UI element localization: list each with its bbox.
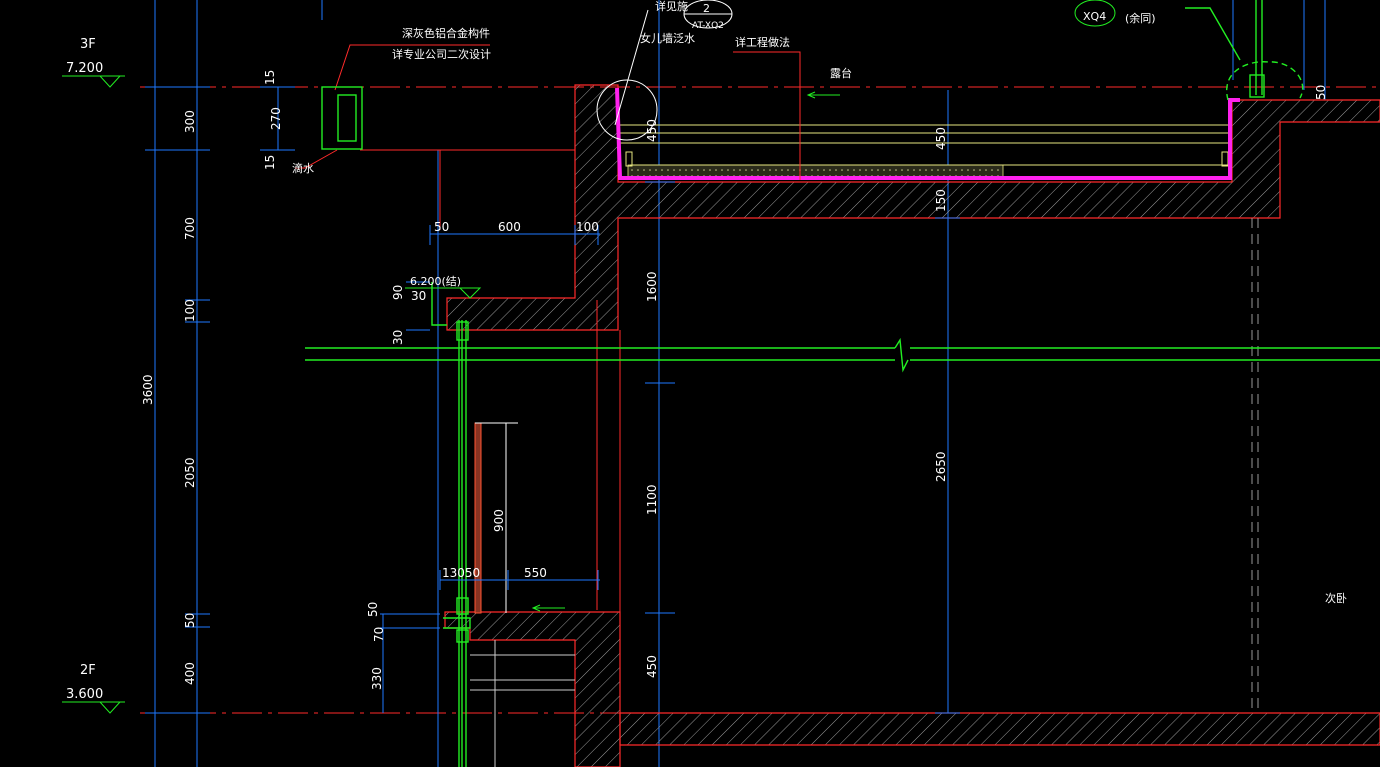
dim-ledge-30b: 30 [391, 330, 405, 345]
dim-sill-330: 330 [370, 667, 384, 690]
window-tag-same: (余同) [1125, 11, 1156, 25]
annotation-notes: 深灰色铝合金构件 详专业公司二次设计 滴水 详见施 2 AT-XQ2 女儿墙泛水… [292, 0, 1347, 605]
note-aluminum-1: 深灰色铝合金构件 [402, 26, 490, 40]
level-marker-lower [62, 701, 125, 714]
dim-left-100: 100 [183, 299, 197, 322]
detail-callout [596, 0, 733, 141]
vertical-dimension-text: 3600 300 700 100 2050 50 400 15 270 15 9… [141, 70, 1328, 690]
note-structural-elevation: 6.200(结) [410, 275, 461, 288]
window-system [305, 0, 1380, 767]
dim-left-300: 300 [183, 110, 197, 133]
dim-sill-13050: 13050 [442, 566, 480, 580]
detail-sheet: AT-XQ2 [692, 21, 724, 31]
note-detail-ref: 详见施 [655, 0, 688, 13]
detail-number: 2 [703, 2, 710, 15]
level-labels: 3F 7.200 2F 3.600 [66, 37, 103, 702]
horizontal-dimension-text: 50 600 100 30 13050 550 [411, 220, 599, 580]
dim-room-2650: 2650 [934, 451, 948, 482]
note-drip: 滴水 [292, 161, 314, 175]
dim-parapet-50: 50 [1314, 85, 1328, 100]
dim-wall-1600: 1600 [645, 271, 659, 302]
dim-sill-50: 50 [366, 602, 380, 617]
dim-step-100: 100 [576, 220, 599, 234]
dim-slab-450-left: 450 [645, 119, 659, 142]
dim-sill-70: 70 [372, 627, 386, 642]
level-marker-upper [62, 75, 125, 88]
dim-left-400: 400 [183, 662, 197, 685]
dim-sill-550: 550 [524, 566, 547, 580]
dim-component-top: 15 [263, 70, 277, 85]
note-waterproof-upturn: 女儿墙泛水 [640, 31, 695, 45]
dim-left-50: 50 [183, 613, 197, 628]
dimension-lines [380, 181, 960, 714]
dim-step-600: 600 [498, 220, 521, 234]
room-label-bedroom: 次卧 [1325, 591, 1347, 605]
dim-slab-150: 150 [934, 189, 948, 212]
dim-component-bottom: 15 [263, 155, 277, 170]
wall-outlines [470, 218, 1380, 767]
slope-arrows [531, 91, 840, 612]
waterproofing-membrane [615, 87, 1240, 180]
level-upper-name: 3F [80, 37, 96, 52]
dim-ledge-90: 90 [391, 285, 405, 300]
note-terrace: 露台 [830, 66, 852, 80]
note-aluminum-2: 详专业公司二次设计 [392, 47, 491, 61]
dim-step-50: 50 [434, 220, 449, 234]
terrace-finish-layers [620, 124, 1230, 178]
dim-left-2050: 2050 [183, 457, 197, 488]
leader-lines [295, 44, 801, 230]
dim-total-3600: 3600 [141, 374, 155, 405]
dim-wall-1100: 1100 [645, 484, 659, 515]
level-marker-structural [405, 287, 482, 299]
left-dimension-ticks [145, 86, 295, 714]
screen-panel [474, 422, 482, 614]
dim-wall-450-low: 450 [645, 655, 659, 678]
note-engineering-method: 详工程做法 [735, 35, 790, 49]
level-lower-name: 2F [80, 663, 96, 678]
level-lower-elevation: 3.600 [66, 687, 103, 702]
dim-ledge-30a: 30 [411, 289, 426, 303]
dim-component-mid: 270 [269, 107, 283, 130]
dim-window-900: 900 [492, 509, 506, 532]
concrete-structure [444, 84, 1380, 767]
reference-lines [140, 0, 1380, 767]
dim-slab-450-mid: 450 [934, 127, 948, 150]
window-tag: XQ4 [1083, 10, 1106, 23]
dim-left-700: 700 [183, 217, 197, 240]
window-tag-bubble [1074, 0, 1116, 27]
level-upper-elevation: 7.200 [66, 61, 103, 76]
